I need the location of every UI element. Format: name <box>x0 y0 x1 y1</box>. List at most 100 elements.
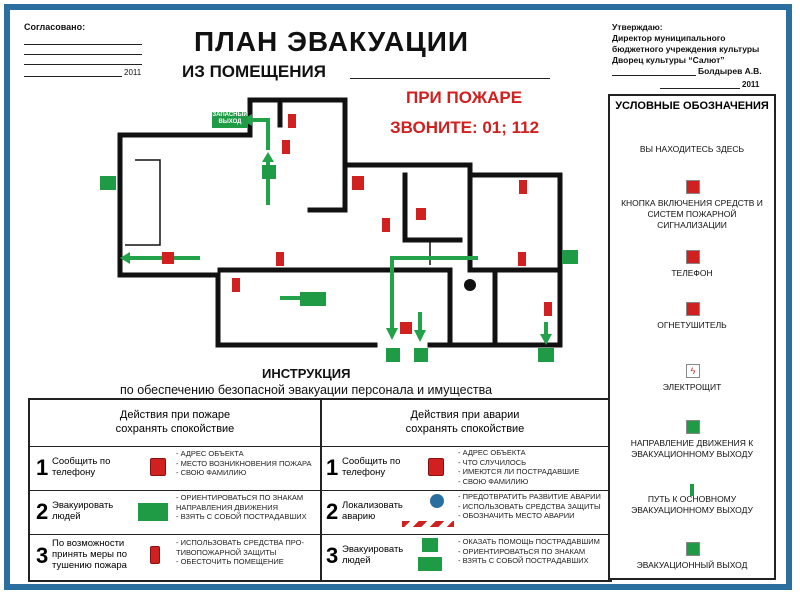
instructions-table: Действия при пожаре сохранять спокойстви… <box>28 398 612 582</box>
bullet: - СВОЮ ФАМИЛИЮ <box>458 476 529 486</box>
first-aid-icon <box>422 538 438 552</box>
extinguisher-icon <box>232 278 240 292</box>
approval-right-line-3: бюджетного учреждения культуры <box>612 44 760 54</box>
legend-label-electrical: ЭЛЕКТРОЩИТ <box>662 382 722 392</box>
extinguisher-icon <box>282 140 290 154</box>
fire-heading-2: сохранять спокойствие <box>115 423 235 435</box>
main-path-icon <box>690 484 694 496</box>
exit-sign-corridor <box>300 292 326 306</box>
approval-year: 2011 <box>124 68 142 77</box>
instructions-title: ИНСТРУКЦИЯ <box>262 366 351 381</box>
bullet: - СВОЮ ФАМИЛИЮ <box>176 468 247 477</box>
fire-step-1-action: Сообщить по телефону <box>52 456 111 478</box>
accident-step-3-action: Эвакуировать людей <box>342 544 404 566</box>
extinguisher-icon <box>544 302 552 316</box>
evac-arrowhead-west <box>120 252 130 264</box>
approval-line-2 <box>24 54 142 55</box>
alarm-button-icon <box>686 180 700 194</box>
phone-icon <box>150 458 166 476</box>
electrical-panel-icon: ϟ <box>686 364 700 378</box>
exit-sign-icon <box>418 557 442 571</box>
fire-notice-line2: ЗВОНИТЕ: 01; 112 <box>390 118 540 137</box>
plan-wall-inner-1 <box>307 162 348 213</box>
approval-line-4 <box>24 76 122 77</box>
signature-date-line <box>660 88 740 89</box>
evacuation-direction-icon <box>686 420 700 434</box>
phone-icon <box>352 176 364 190</box>
approval-right-line-1: Утверждаю: <box>612 22 663 32</box>
approval-line-1 <box>24 44 142 45</box>
approval-line-3 <box>24 64 142 65</box>
bullet: - ЧТО СЛУЧИЛОСЬ <box>458 457 527 467</box>
exit-sign-west <box>100 176 116 190</box>
plan-wall-east <box>247 97 563 348</box>
evac-arrowhead-south <box>414 330 426 342</box>
accident-heading-1: Действия при аварии <box>410 409 520 421</box>
plan-wall-inner-3 <box>467 172 563 273</box>
fire-step-2-number: 2 <box>36 499 49 524</box>
fire-step-2-action: Эвакуировать людей <box>52 500 114 522</box>
signature-name: Болдырев А.В. <box>698 66 762 76</box>
approval-right-line-4: Дворец культуры “Салют” <box>612 55 725 65</box>
exit-sign-main-2 <box>414 348 428 362</box>
fire-step-3-action: По возможности принять меры по тушению п… <box>52 538 128 571</box>
exit-sign-main-1 <box>386 348 400 362</box>
room-name-line <box>350 78 550 79</box>
accident-heading: Действия при аварии сохранять спокойстви… <box>320 408 610 436</box>
bullet: - ОРИЕНТИРОВАТЬСЯ ПО ЗНАКАМ НАПРАВЛЕНИЯ … <box>176 493 304 512</box>
accident-step-3-bullets: - ОКАЗАТЬ ПОМОЩЬ ПОСТРАДАВШИМ - ОРИЕНТИР… <box>458 537 608 566</box>
extinguisher-icon <box>518 252 526 266</box>
legend-label-phone: ТЕЛЕФОН <box>671 268 713 278</box>
alarm-button-icon <box>162 252 174 264</box>
accident-step-2-action: Локализовать аварию <box>342 500 403 522</box>
floor-plan <box>100 97 578 362</box>
legend-label-main-path: ПУТЬ К ОСНОВНОМУ ЭВАКУАЦИОННОМУ ВЫХОДУ <box>631 494 753 515</box>
bullet: - ОБОЗНАЧИТЬ МЕСТО АВАРИИ <box>458 511 575 520</box>
table-row-divider <box>30 534 610 535</box>
exit-sign-icon <box>138 503 168 521</box>
alarm-button-icon <box>416 208 426 220</box>
phone-icon <box>428 458 444 476</box>
you-are-here-sign <box>262 165 276 179</box>
extinguisher-icon <box>150 546 160 564</box>
extinguisher-icon <box>519 180 527 194</box>
emergency-exit-icon <box>686 542 700 556</box>
accident-step-1-number: 1 <box>326 455 339 480</box>
bullet: - ОКАЗАТЬ ПОМОЩЬ ПОСТРАДАВШИМ <box>458 537 600 546</box>
signature-year: 2011 <box>742 80 760 89</box>
exit-sign-south-east <box>538 348 554 362</box>
plan-wall-inner-2 <box>217 267 453 348</box>
fire-step-1-number: 1 <box>36 455 49 480</box>
fire-notice-line1: ПРИ ПОЖАРЕ <box>406 88 523 107</box>
extinguisher-icon <box>288 114 296 128</box>
legend-label-alarm: КНОПКА ВКЛЮЧЕНИЯ СРЕДСТВ И СИСТЕМ ПОЖАРН… <box>621 198 763 230</box>
extinguisher-icon <box>276 252 284 266</box>
plan-room-small <box>125 159 161 246</box>
plan-wall-inner-4 <box>402 172 463 243</box>
bullet: - ВЗЯТЬ С СОБОЙ ПОСТРАДАВШИХ <box>458 556 589 565</box>
fire-step-2-bullets: - ОРИЕНТИРОВАТЬСЯ ПО ЗНАКАМ НАПРАВЛЕНИЯ … <box>176 493 316 522</box>
fire-heading-1: Действия при пожаре <box>119 409 231 421</box>
spare-exit-label: ЗАПАСНЫЙ ВЫХОД <box>212 112 248 128</box>
legend-label-you-are-here: ВЫ НАХОДИТЕСЬ ЗДЕСЬ <box>639 144 745 154</box>
bullet: - ИСПОЛЬЗОВАТЬ СРЕДСТВА ПРО- ТИВОПОЖАРНО… <box>176 538 304 557</box>
evac-arrow-spare <box>250 118 270 150</box>
legend-title: УСЛОВНЫЕ ОБОЗНАЧЕНИЯ <box>615 100 769 112</box>
page-title: ПЛАН ЭВАКУАЦИИ <box>194 26 469 57</box>
helmet-icon <box>430 494 444 508</box>
legend-label-extinguisher: ОГНЕТУШИТЕЛЬ <box>657 320 727 330</box>
evac-arrow-main <box>390 256 478 330</box>
plan-column <box>464 279 476 291</box>
hazard-tape-icon <box>402 521 454 527</box>
accident-step-2-bullets: - ПРЕДОТВРАТИТЬ РАЗВИТИЕ АВАРИИ - ИСПОЛЬ… <box>458 492 608 521</box>
alarm-button-icon <box>400 322 412 334</box>
approval-right-line-2: Директор муниципального <box>612 33 726 43</box>
page-subtitle: ИЗ ПОМЕЩЕНИЯ <box>182 62 326 81</box>
extinguisher-icon <box>382 218 390 232</box>
bullet: - ПРЕДОТВРАТИТЬ РАЗВИТИЕ АВАРИИ <box>458 492 601 501</box>
table-row-divider <box>30 446 610 447</box>
evac-arrowhead-up <box>262 152 274 162</box>
legend-label-direction: НАПРАВЛЕНИЕ ДВИЖЕНИЯ К ЭВАКУАЦИОННОМУ ВЫ… <box>630 438 754 459</box>
accident-step-1-action: Сообщить по телефону <box>342 456 401 478</box>
